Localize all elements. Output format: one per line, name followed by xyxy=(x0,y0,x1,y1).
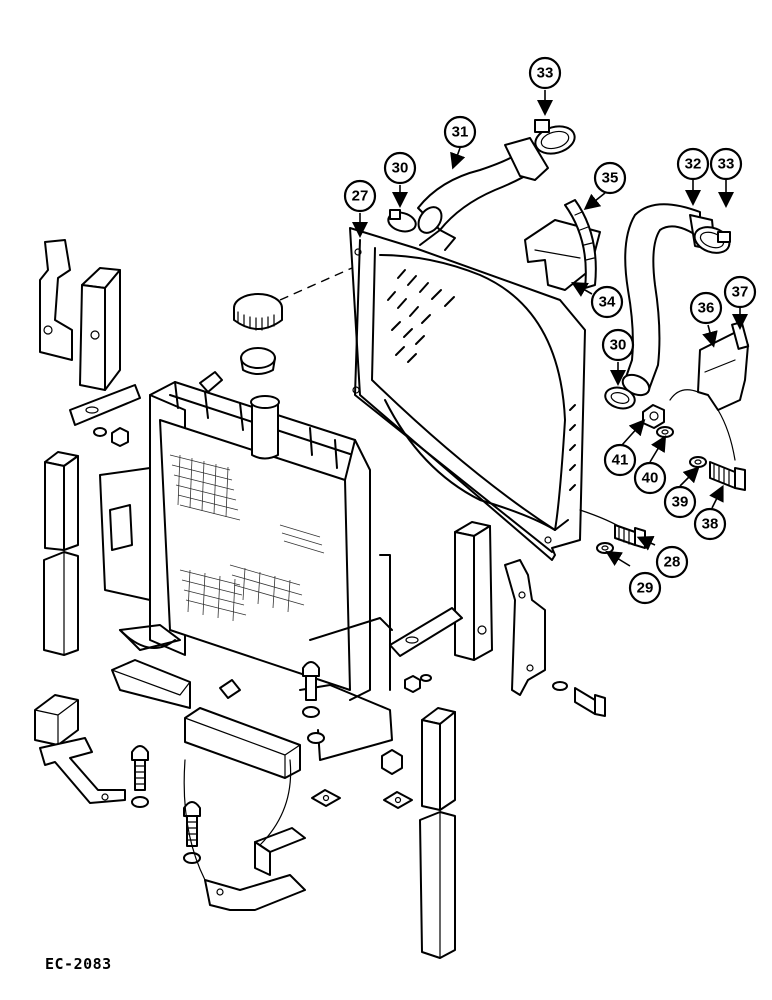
nut-41 xyxy=(642,404,665,429)
callout-35: 35 xyxy=(593,161,627,195)
right-washer-bolt xyxy=(552,681,606,717)
center-bolts xyxy=(302,661,325,744)
svg-text:28: 28 xyxy=(664,554,681,571)
callout-40: 40 xyxy=(633,461,667,495)
svg-text:41: 41 xyxy=(612,452,629,469)
callout-36: 36 xyxy=(689,291,723,325)
leader-lines xyxy=(352,90,748,567)
bolt-28 xyxy=(614,524,646,549)
right-bracket xyxy=(504,559,546,696)
right-nut-washer xyxy=(404,674,432,693)
svg-text:34: 34 xyxy=(599,294,616,311)
hose-clamp-30-top xyxy=(387,209,417,233)
callout-33-right: 33 xyxy=(709,147,743,181)
svg-text:30: 30 xyxy=(610,337,627,354)
svg-text:27: 27 xyxy=(352,188,369,205)
callout-27: 27 xyxy=(343,179,377,213)
bottom-bolts-left xyxy=(131,745,201,864)
callout-31: 31 xyxy=(443,115,477,149)
washer-29 xyxy=(596,542,614,554)
bottom-pads xyxy=(34,659,301,779)
seal-strip-35 xyxy=(564,199,597,289)
svg-text:35: 35 xyxy=(602,170,619,187)
svg-text:30: 30 xyxy=(392,160,409,177)
left-washer-nut xyxy=(93,427,129,447)
upper-hose-31 xyxy=(417,137,549,234)
right-tall-pad-top xyxy=(454,521,493,661)
washer-40 xyxy=(656,426,674,438)
svg-text:33: 33 xyxy=(718,156,735,173)
bottom-center-bracket xyxy=(204,827,306,911)
callout-33-top: 33 xyxy=(528,56,562,90)
left-upper-pad xyxy=(79,267,121,391)
svg-text:38: 38 xyxy=(702,516,719,533)
callout-41: 41 xyxy=(603,443,637,477)
svg-text:29: 29 xyxy=(637,580,654,597)
left-plate xyxy=(69,384,141,426)
right-plate xyxy=(389,607,463,657)
left-upper-bracket xyxy=(39,239,73,361)
hose-clamp-30-lower xyxy=(604,386,636,410)
callout-29: 29 xyxy=(628,571,662,605)
callout-30-top: 30 xyxy=(383,151,417,185)
svg-text:31: 31 xyxy=(452,124,469,141)
callout-38: 38 xyxy=(693,507,727,541)
fan-shroud xyxy=(349,227,586,561)
svg-text:39: 39 xyxy=(672,494,689,511)
svg-text:32: 32 xyxy=(685,156,702,173)
callout-34: 34 xyxy=(590,285,624,319)
radiator-assembly xyxy=(99,371,393,761)
hose-clamp-33-top xyxy=(534,119,576,155)
square-washers xyxy=(311,749,413,809)
callout-39: 39 xyxy=(663,485,697,519)
svg-text:33: 33 xyxy=(537,65,554,82)
hose-clamp-33-right xyxy=(693,226,731,254)
callout-32: 32 xyxy=(676,147,710,181)
left-tall-pad xyxy=(43,451,79,656)
right-tall-pad-bottom xyxy=(419,707,456,959)
bolt-38 xyxy=(709,461,746,491)
svg-text:37: 37 xyxy=(732,284,749,301)
washer-39 xyxy=(689,456,707,468)
radiator-cap xyxy=(233,293,283,375)
svg-text:36: 36 xyxy=(698,300,715,317)
callout-37: 37 xyxy=(723,275,757,309)
svg-text:40: 40 xyxy=(642,470,659,487)
callout-28: 28 xyxy=(655,545,689,579)
bottom-left-bracket xyxy=(39,737,126,804)
callout-30-lower: 30 xyxy=(601,328,635,362)
figure-code: EC-2083 xyxy=(45,955,112,973)
